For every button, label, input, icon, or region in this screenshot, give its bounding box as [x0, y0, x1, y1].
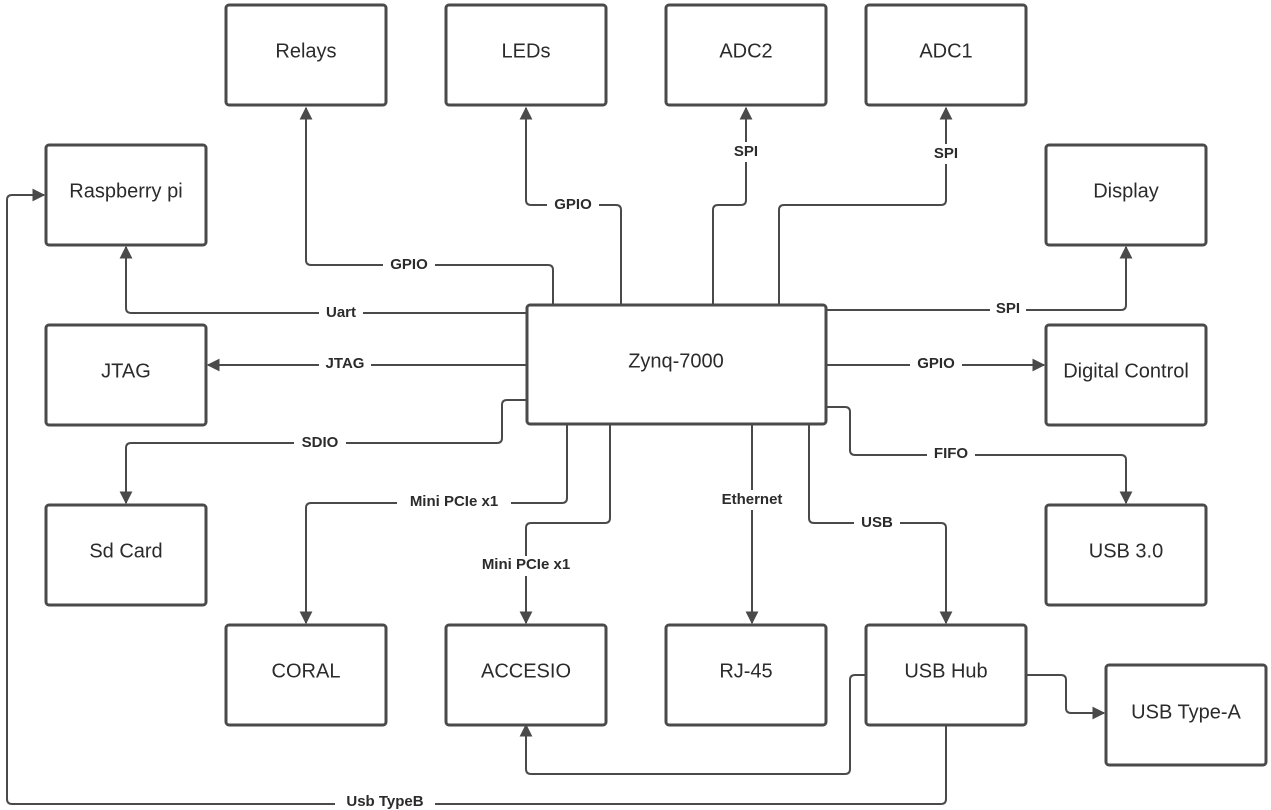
svg-text:USB Type-A: USB Type-A — [1131, 701, 1241, 723]
block-accesio: ACCESIO — [444, 623, 608, 727]
block-zynq-7000: Zynq-7000 — [525, 303, 828, 426]
block-leds: LEDs — [444, 3, 608, 107]
link-usb-type-a — [1026, 674, 1106, 720]
link-usb-typeb — [6, 188, 947, 805]
label-sd-card-sdio: SDIO — [294, 433, 346, 453]
svg-text:GPIO: GPIO — [917, 355, 955, 372]
svg-text:ADC2: ADC2 — [719, 40, 772, 62]
svg-text:LEDs: LEDs — [502, 40, 551, 62]
block-adc1: ADC1 — [864, 3, 1028, 107]
svg-text:Mini PCIe x1: Mini PCIe x1 — [482, 556, 570, 573]
svg-text:Usb TypeB: Usb TypeB — [346, 793, 423, 810]
block-digital-control: Digital Control — [1044, 323, 1208, 427]
svg-text:ACCESIO: ACCESIO — [481, 660, 571, 682]
label-accesio-pcie: Mini PCIe x1 — [469, 556, 583, 576]
block-usb-hub: USB Hub — [864, 623, 1028, 727]
block-relays: Relays — [224, 3, 388, 107]
svg-text:SPI: SPI — [996, 300, 1020, 317]
svg-text:FIFO: FIFO — [934, 445, 968, 462]
blocks: Relays LEDs ADC2 ADC1 Raspberry pi Displ… — [44, 3, 1268, 767]
link-relays — [299, 106, 554, 305]
svg-text:JTAG: JTAG — [326, 355, 365, 372]
svg-text:JTAG: JTAG — [101, 360, 151, 382]
block-display: Display — [1044, 143, 1208, 247]
svg-text:SPI: SPI — [734, 143, 758, 160]
label-digital-control-gpio: GPIO — [910, 355, 962, 375]
label-usb3-fifo: FIFO — [927, 445, 975, 465]
svg-text:USB: USB — [861, 514, 893, 531]
block-adc2: ADC2 — [664, 3, 828, 107]
block-rj-45: RJ-45 — [664, 623, 828, 727]
block-coral: CORAL — [224, 623, 388, 727]
svg-text:Digital Control: Digital Control — [1063, 360, 1189, 382]
label-leds-gpio: GPIO — [547, 195, 599, 215]
svg-text:GPIO: GPIO — [554, 196, 592, 213]
link-display — [826, 245, 1133, 311]
svg-text:Ethernet: Ethernet — [722, 491, 783, 508]
block-raspberry-pi: Raspberry pi — [44, 143, 208, 247]
block-jtag: JTAG — [44, 323, 208, 427]
svg-text:Mini PCIe x1: Mini PCIe x1 — [410, 493, 498, 510]
link-usb3 — [826, 406, 1133, 505]
link-sd-card — [119, 399, 527, 505]
label-jtag: JTAG — [319, 355, 371, 375]
svg-text:GPIO: GPIO — [390, 256, 428, 273]
svg-text:Relays: Relays — [275, 40, 336, 62]
label-raspberry-uart: Uart — [319, 303, 363, 323]
svg-text:SPI: SPI — [934, 145, 958, 162]
label-display-spi: SPI — [990, 299, 1026, 319]
connector-labels: GPIO GPIO SPI SPI Uart SPI JTAG GPIO — [294, 142, 1026, 810]
block-sd-card: Sd Card — [44, 503, 208, 607]
label-relays-gpio: GPIO — [383, 255, 435, 275]
label-usb-hub-usb: USB — [854, 513, 900, 533]
svg-text:USB Hub: USB Hub — [904, 660, 987, 682]
svg-text:Sd Card: Sd Card — [89, 540, 162, 562]
link-adc2 — [712, 106, 753, 305]
label-adc1-spi: SPI — [928, 144, 964, 164]
svg-text:RJ-45: RJ-45 — [719, 660, 772, 682]
block-usb-3: USB 3.0 — [1044, 503, 1208, 607]
link-raspberry — [119, 245, 527, 314]
svg-text:Uart: Uart — [326, 304, 356, 321]
svg-text:Raspberry pi: Raspberry pi — [69, 180, 182, 202]
link-accesio — [519, 424, 611, 625]
link-adc1 — [778, 106, 953, 305]
label-usb-typeb: Usb TypeB — [335, 793, 435, 810]
block-usb-type-a: USB Type-A — [1104, 663, 1268, 767]
svg-text:Zynq-7000: Zynq-7000 — [628, 350, 724, 372]
svg-text:USB 3.0: USB 3.0 — [1089, 540, 1163, 562]
label-coral-pcie: Mini PCIe x1 — [397, 493, 511, 513]
svg-text:Display: Display — [1093, 180, 1159, 202]
svg-text:ADC1: ADC1 — [919, 40, 972, 62]
svg-text:SDIO: SDIO — [302, 434, 339, 451]
svg-text:CORAL: CORAL — [272, 660, 341, 682]
label-rj45-ethernet: Ethernet — [713, 490, 791, 510]
label-adc2-spi: SPI — [728, 142, 764, 162]
link-hub-accesio — [519, 674, 866, 775]
